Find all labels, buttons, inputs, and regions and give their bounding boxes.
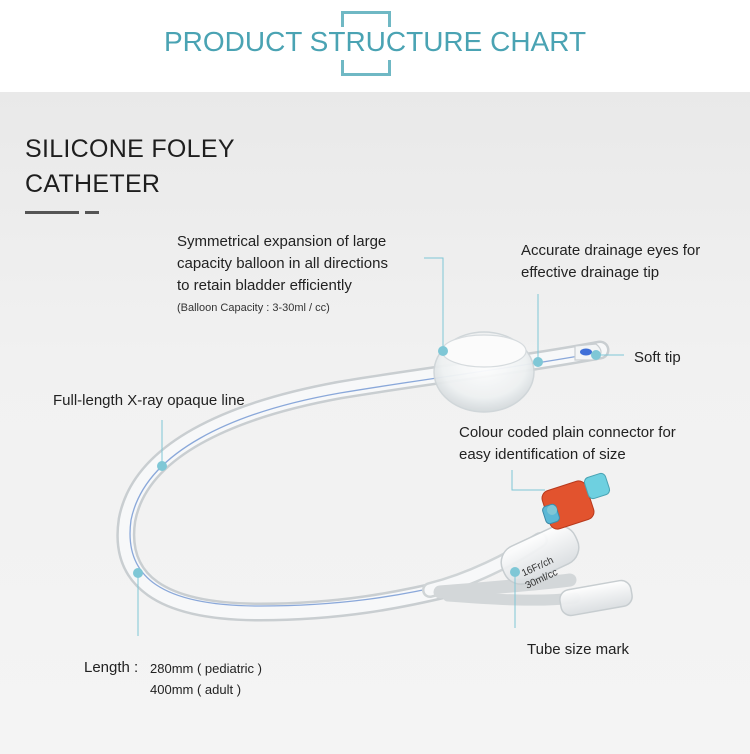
drainage-annotation-line1: Accurate drainage eyes for <box>521 242 701 259</box>
drainage-funnel <box>500 525 580 585</box>
length-adult: 400mm ( adult ) <box>150 682 242 697</box>
pointer-connector <box>511 470 545 491</box>
header-frame-top <box>341 11 391 27</box>
inflation-branch <box>433 573 577 599</box>
product-title: SILICONE FOLEY CATHETER <box>25 132 285 202</box>
dot-connector <box>547 505 557 515</box>
dot-tube-size <box>510 567 520 577</box>
balloon-annotation: Symmetrical expansion of large capacity … <box>177 231 388 319</box>
balloon-top <box>441 334 527 368</box>
length-pediatric: 280mm ( pediatric ) <box>150 661 262 676</box>
connector-tip <box>583 472 611 500</box>
pointer-lines <box>137 257 624 636</box>
title-underline-long <box>25 211 79 214</box>
product-stage <box>0 92 750 754</box>
dot-balloon <box>438 346 448 356</box>
drainage-eye <box>580 348 592 356</box>
balloon-capacity: (Balloon Capacity : 3-30ml / cc) <box>177 302 330 314</box>
balloon-annotation-line3: to retain bladder efficiently <box>177 277 352 294</box>
pointer-dots <box>133 346 601 578</box>
connector-annotation-line2: easy identification of size <box>459 446 626 463</box>
inflation-valve <box>559 579 633 617</box>
product-title-line1: SILICONE FOLEY <box>25 135 235 163</box>
balloon-annotation-line1: Symmetrical expansion of large <box>177 233 387 250</box>
connector-annotation-line1: Colour coded plain connector for <box>459 424 676 441</box>
dot-drainage <box>533 357 543 367</box>
header-bar: PRODUCT STRUCTURE CHART <box>0 0 750 92</box>
pointer-balloon <box>424 257 444 350</box>
header-title: PRODUCT STRUCTURE CHART <box>163 26 587 57</box>
length-label: Length : <box>84 659 139 676</box>
xray-line-label: Full-length X-ray opaque line <box>53 392 245 409</box>
irrigation-branch <box>442 590 581 606</box>
dot-length <box>133 568 143 578</box>
dot-xray <box>157 461 167 471</box>
tube-size-mark-label: Tube size mark <box>527 641 629 658</box>
xray-opaque-line <box>129 353 591 607</box>
soft-tip-label: Soft tip <box>634 349 681 366</box>
length-values: 280mm ( pediatric ) 400mm ( adult ) <box>150 658 262 700</box>
balloon-annotation-line2: capacity balloon in all directions <box>177 255 388 272</box>
dot-soft-tip <box>591 350 601 360</box>
connector-annotation: Colour coded plain connector for easy id… <box>459 422 676 466</box>
product-title-line2: CATHETER <box>25 170 161 198</box>
header-frame-bottom <box>341 60 391 76</box>
drainage-annotation-line2: effective drainage tip <box>521 264 660 281</box>
drainage-annotation: Accurate drainage eyes for effective dra… <box>521 240 700 284</box>
title-underline-short <box>85 211 99 214</box>
